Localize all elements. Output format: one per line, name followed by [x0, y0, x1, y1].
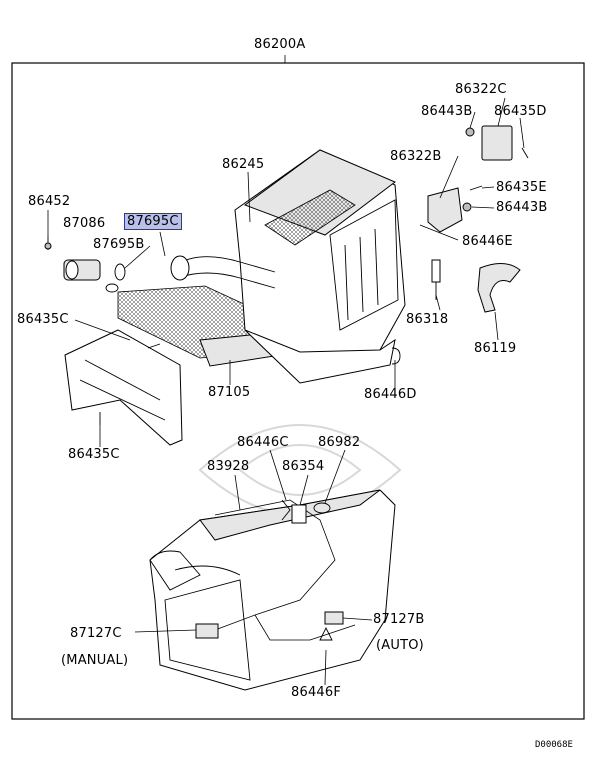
- callout-87127B: 87127B: [373, 612, 425, 627]
- clip-86446F: [319, 626, 333, 641]
- callout-86354: 86354: [282, 459, 325, 474]
- variant-auto: (AUTO): [376, 638, 424, 653]
- lower-case-assembly: [149, 489, 396, 691]
- diagram-frame: [11, 62, 585, 720]
- rib-line: [359, 236, 364, 313]
- callout-86452: 86452: [28, 194, 71, 209]
- upper-case-ribs: [329, 199, 399, 331]
- screw-86443B-right: [462, 202, 472, 212]
- clip-86446C: [281, 499, 291, 521]
- callout-86446D: 86446D: [364, 387, 417, 402]
- callout-86322C: 86322C: [455, 82, 507, 97]
- callout-86322B: 86322B: [390, 149, 442, 164]
- callout-86435C-top: 86435C: [17, 312, 69, 327]
- connector-87127B: [324, 611, 344, 625]
- bracket-rib: [79, 379, 166, 421]
- callout-86446F: 86446F: [291, 685, 342, 700]
- o-ring-87695C: [105, 283, 119, 293]
- callout-86435E: 86435E: [496, 180, 547, 195]
- callout-87695C-highlighted[interactable]: 87695C: [124, 213, 182, 230]
- screw-86435D: [521, 147, 529, 159]
- leader-lines: [47, 97, 525, 686]
- sensor-86318: [431, 259, 441, 283]
- callout-86318: 86318: [406, 312, 449, 327]
- callout-87127C: 87127C: [70, 626, 122, 641]
- ring-86982: [313, 502, 331, 514]
- callout-86443B: 86443B: [421, 104, 473, 119]
- fitting-end: [65, 260, 79, 280]
- callout-86119: 86119: [474, 341, 517, 356]
- screw-86443B: [465, 127, 475, 137]
- rib-line: [344, 244, 349, 321]
- callout-86245: 86245: [222, 157, 265, 172]
- bracket-rib: [84, 359, 161, 401]
- callout-86443B-right: 86443B: [496, 200, 548, 215]
- callout-86435D: 86435D: [494, 104, 547, 119]
- pipe-fitting: [170, 255, 190, 281]
- case-lower-tray: [244, 329, 396, 384]
- screw-head: [44, 242, 52, 250]
- callout-86982: 86982: [318, 435, 361, 450]
- connector-87127C: [195, 623, 219, 639]
- o-ring-87695B: [114, 263, 126, 281]
- part-86354: [291, 504, 307, 524]
- callout-87105: 87105: [208, 385, 251, 400]
- lever-86119: [477, 263, 521, 313]
- upper-case-assembly: [44, 125, 529, 446]
- callout-86446E: 86446E: [462, 234, 513, 249]
- evaporator-core: [264, 189, 356, 246]
- assembly-label: 86200A: [254, 37, 306, 52]
- screw-86435E: [469, 185, 483, 191]
- resistor-86322C: [481, 125, 513, 161]
- callout-86435C-bottom: 86435C: [68, 447, 120, 462]
- clip-86446D: [391, 347, 401, 365]
- actuator-86322B: [427, 187, 463, 233]
- callout-83928: 83928: [207, 459, 250, 474]
- callout-87695B: 87695B: [93, 237, 145, 252]
- rib-line: [374, 228, 379, 306]
- variant-manual: (MANUAL): [61, 653, 129, 668]
- callout-86446C: 86446C: [237, 435, 289, 450]
- wiring-harness-branch: [254, 614, 356, 641]
- duct-outlet: [149, 550, 201, 591]
- duct-pipe: [174, 565, 241, 576]
- drawing-code: D00068E: [535, 740, 573, 750]
- screw-86435C: [147, 343, 161, 349]
- lower-case-panel: [164, 579, 251, 681]
- bracket-86435C: [64, 329, 183, 446]
- callout-87086: 87086: [63, 216, 106, 231]
